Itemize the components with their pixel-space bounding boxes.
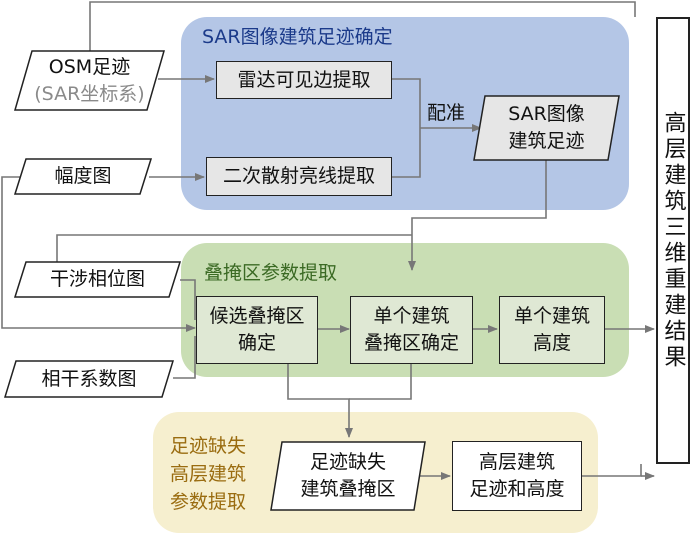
line-edge-merge xyxy=(392,78,421,128)
panel-missing-title: 足迹缺失 高层建筑 参数提取 xyxy=(160,432,256,516)
step-highrise-line2: 足迹和高度 xyxy=(469,478,565,500)
step-candidate-line2: 确定 xyxy=(237,332,276,354)
step-double-bounce-label: 二次散射亮线提取 xyxy=(222,165,375,187)
line-phase-right xyxy=(180,279,196,320)
step-sar-footprint-line1: SAR图像 xyxy=(508,103,585,125)
input-amplitude-label: 幅度图 xyxy=(54,165,112,187)
input-amplitude: 幅度图 xyxy=(14,158,152,195)
step-missing-layover: 足迹缺失 建筑叠掩区 xyxy=(270,441,426,511)
line-phase-to-layover xyxy=(56,234,412,262)
step-missing-layover-line1: 足迹缺失 xyxy=(309,451,386,473)
line-layover-to-missing xyxy=(349,363,412,400)
line-footprint-to-layover xyxy=(408,160,547,271)
input-osm-footprint: OSM足迹 (SAR坐标系) xyxy=(14,50,165,111)
step-single-height-line1: 单个建筑 xyxy=(513,305,590,327)
step-radar-edge: 雷达可见边提取 xyxy=(216,61,392,99)
line-highrise-to-result xyxy=(582,464,642,477)
input-phase-label: 干涉相位图 xyxy=(49,268,145,290)
label-registration: 配准 xyxy=(427,102,466,124)
step-double-bounce: 二次散射亮线提取 xyxy=(206,157,392,196)
panel-missing-title-line2: 高层建筑 xyxy=(169,463,246,485)
step-missing-layover-line2: 建筑叠掩区 xyxy=(300,478,396,500)
input-coherence-label: 相干系数图 xyxy=(41,367,137,390)
panel-missing-title-line1: 足迹缺失 xyxy=(169,435,246,457)
step-candidate-layover: 候选叠掩区 确定 xyxy=(196,296,318,364)
panel-missing-title-line3: 参数提取 xyxy=(169,491,246,513)
step-single-height-line2: 高度 xyxy=(532,332,571,354)
step-single-layover-line1: 单个建筑 xyxy=(373,305,450,327)
result-label: 高层建筑三维重建结果 xyxy=(660,110,686,371)
input-osm-title: OSM足迹 xyxy=(48,55,131,78)
input-osm-subtitle: (SAR坐标系) xyxy=(34,82,145,105)
step-single-height: 单个建筑 高度 xyxy=(499,296,605,364)
step-candidate-line1: 候选叠掩区 xyxy=(209,305,305,327)
line-candidate-to-missing xyxy=(287,363,353,438)
line-osm-to-result xyxy=(89,1,636,52)
step-radar-edge-label: 雷达可见边提取 xyxy=(237,68,371,91)
panel-layover-title: 叠掩区参数提取 xyxy=(204,262,338,284)
line-bounce-merge xyxy=(392,128,421,178)
step-highrise-line1: 高层建筑 xyxy=(478,451,555,473)
step-single-layover: 单个建筑 叠掩区确定 xyxy=(350,296,473,364)
line-coherence-right xyxy=(173,336,196,379)
input-phase: 干涉相位图 xyxy=(14,261,181,298)
step-sar-footprint-line2: 建筑足迹 xyxy=(508,130,585,152)
step-single-layover-line2: 叠掩区确定 xyxy=(363,332,459,354)
input-coherence: 相干系数图 xyxy=(4,360,174,398)
line-amplitude-to-candidate xyxy=(1,176,196,332)
step-highrise-result: 高层建筑 足迹和高度 xyxy=(452,441,582,511)
result-3d-reconstruction: 高层建筑三维重建结果 xyxy=(656,17,690,464)
step-sar-footprint: SAR图像 建筑足迹 xyxy=(473,95,620,161)
panel-sar-footprint-title: SAR图像建筑足迹确定 xyxy=(202,26,393,48)
